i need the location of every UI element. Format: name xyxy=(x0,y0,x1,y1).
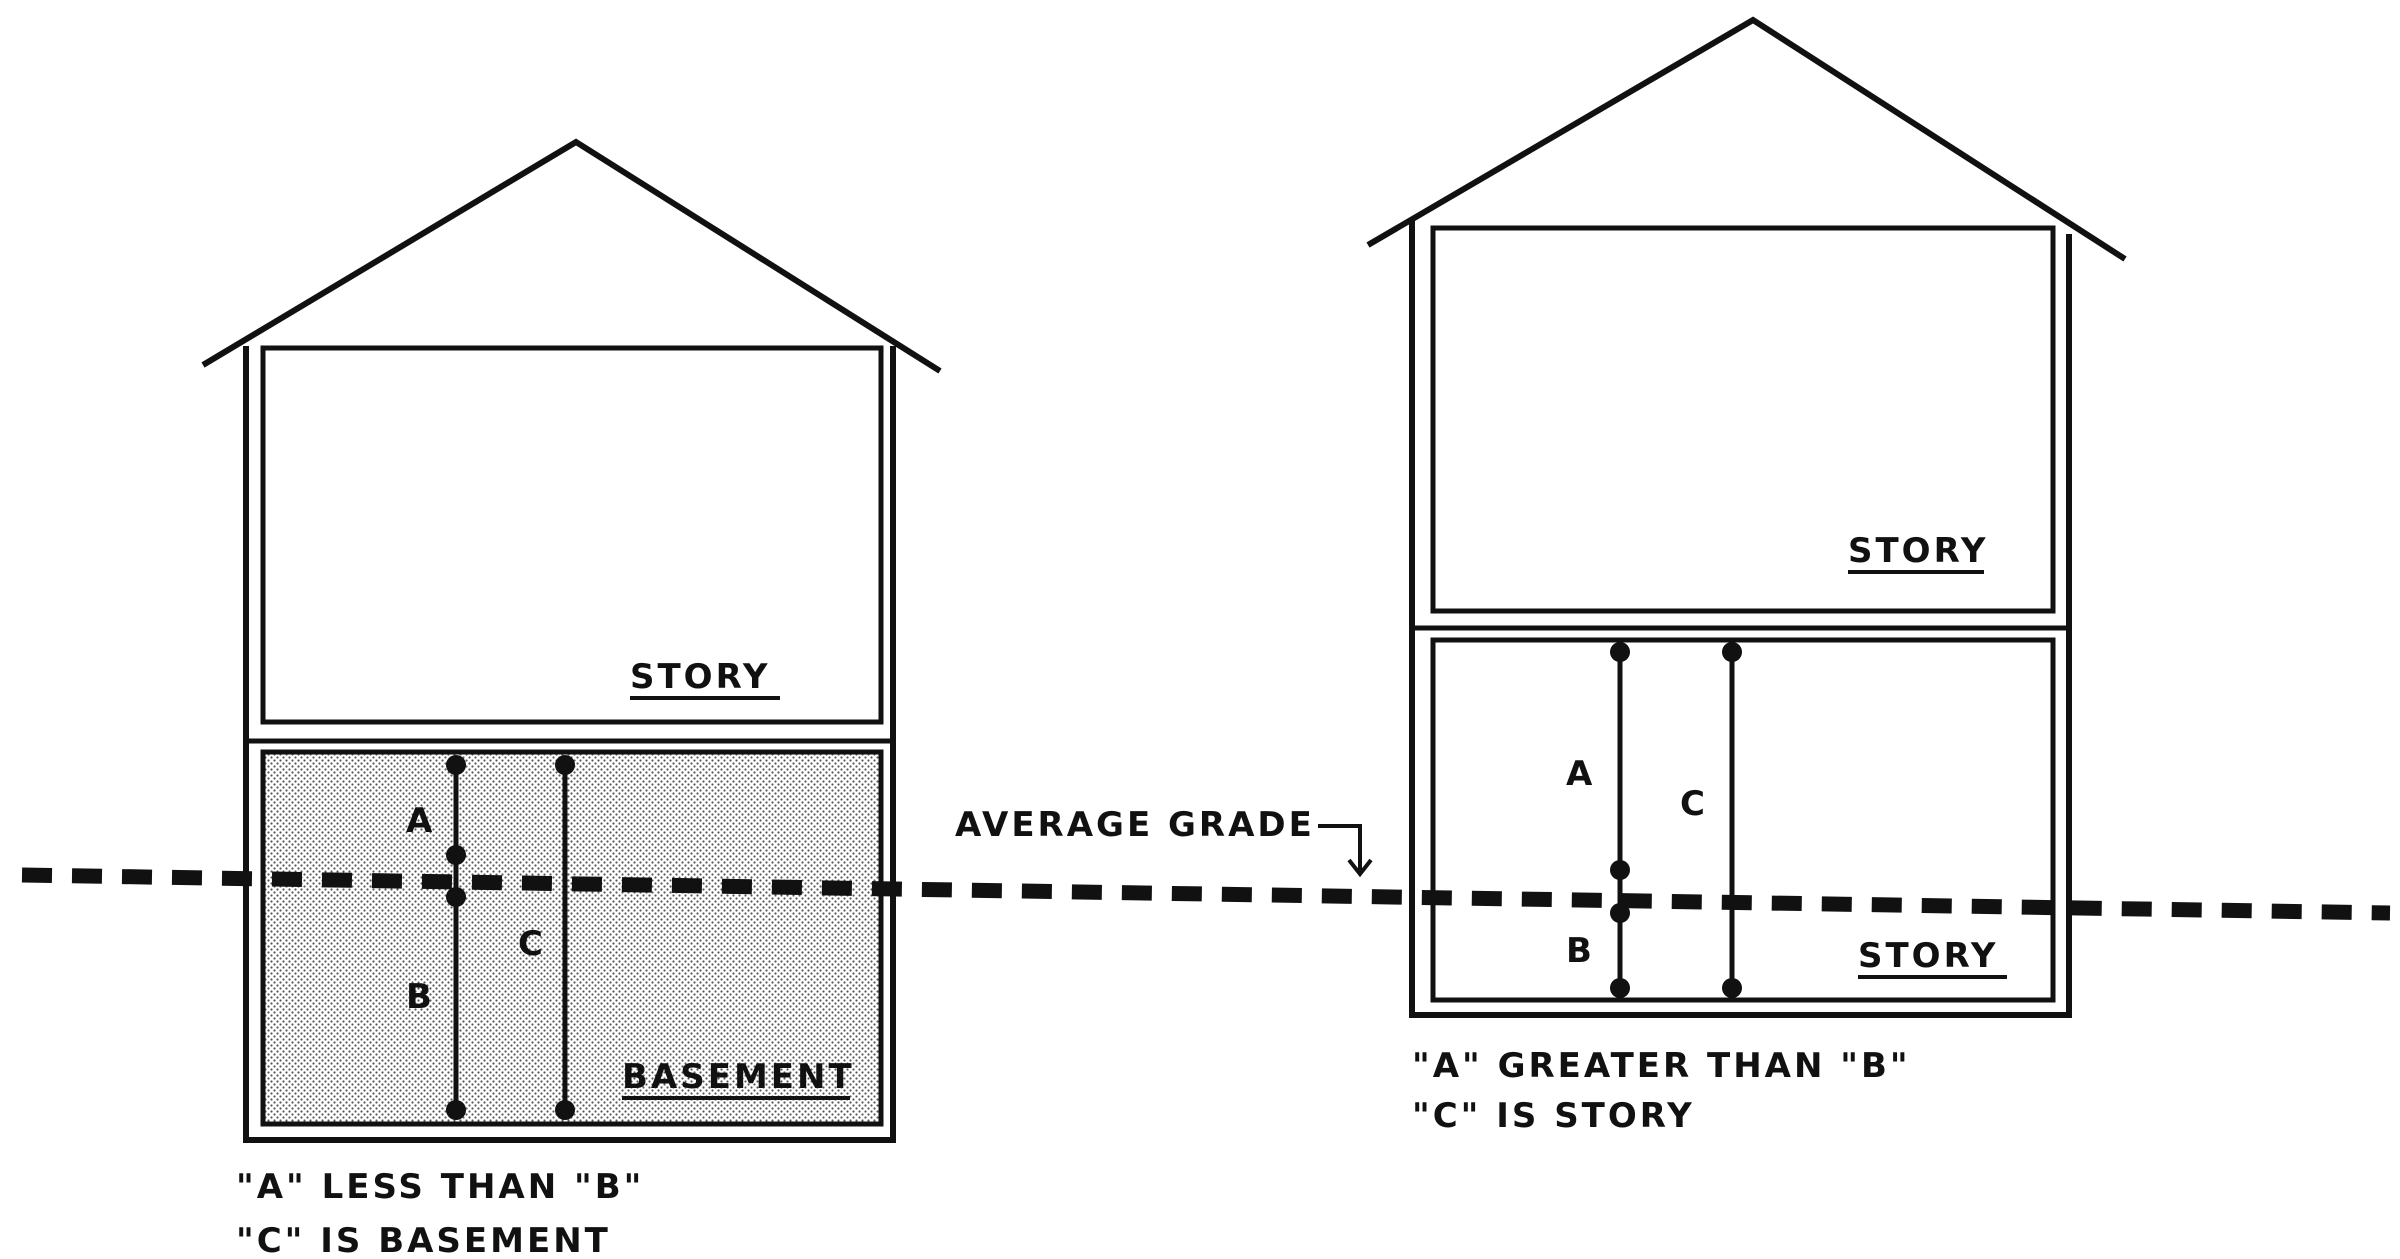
right-dim-ab-top-dot xyxy=(1610,642,1630,662)
right-upper-room xyxy=(1430,225,2056,614)
average-grade-pointer-arrow xyxy=(1318,824,1373,878)
right-outer-walls xyxy=(1409,221,2072,1018)
average-grade-dashed-line xyxy=(21,867,2391,921)
right-dim-b-label: B xyxy=(1566,931,1595,971)
right-caption-line1: "A" GREATER THAN "B" xyxy=(1412,1046,1911,1086)
left-dim-c-label: C xyxy=(518,924,546,964)
right-lower-story-label: STORY xyxy=(1858,936,1999,976)
average-grade: AVERAGE GRADE xyxy=(21,805,2391,921)
average-grade-label: AVERAGE GRADE xyxy=(955,805,1315,845)
right-dim-c-label: C xyxy=(1680,784,1708,824)
left-caption-line1: "A" LESS THAN "B" xyxy=(236,1167,644,1207)
right-roof xyxy=(1366,16,2127,262)
right-caption-line2: "C" IS STORY xyxy=(1412,1096,1695,1136)
left-dim-ab-lower-grade-dot xyxy=(446,887,466,907)
right-dim-ab-upper-grade-dot xyxy=(1610,860,1630,880)
left-dim-b-label: B xyxy=(406,977,435,1017)
left-roof xyxy=(201,138,942,374)
left-upper-room xyxy=(260,345,884,725)
left-upper-story-label: STORY xyxy=(630,657,771,697)
right-upper-story-label: STORY xyxy=(1848,531,1989,571)
right-dim-c-bottom-dot xyxy=(1722,978,1742,998)
left-caption-line2: "C" IS BASEMENT xyxy=(236,1221,611,1259)
left-building: STORY BASEMENT A B C "A" LESS THAN "B" "… xyxy=(201,138,942,1259)
right-dim-a-label: A xyxy=(1566,754,1595,794)
right-building: STORY STORY A B C "A" GREATER THAN "B" "… xyxy=(1366,16,2127,1136)
left-basement-label: BASEMENT xyxy=(622,1057,855,1097)
right-lower-room xyxy=(1430,637,2056,1003)
left-dim-c-top-dot xyxy=(555,755,575,775)
right-dim-c-top-dot xyxy=(1722,642,1742,662)
left-dim-ab-bottom-dot xyxy=(446,1100,466,1120)
left-dim-c-bottom-dot xyxy=(555,1100,575,1120)
left-dim-ab-upper-grade-dot xyxy=(446,845,466,865)
right-dim-ab-bottom-dot xyxy=(1610,978,1630,998)
left-dim-a-label: A xyxy=(406,801,435,841)
left-dim-ab-top-dot xyxy=(446,755,466,775)
left-basement-room xyxy=(260,749,884,1127)
